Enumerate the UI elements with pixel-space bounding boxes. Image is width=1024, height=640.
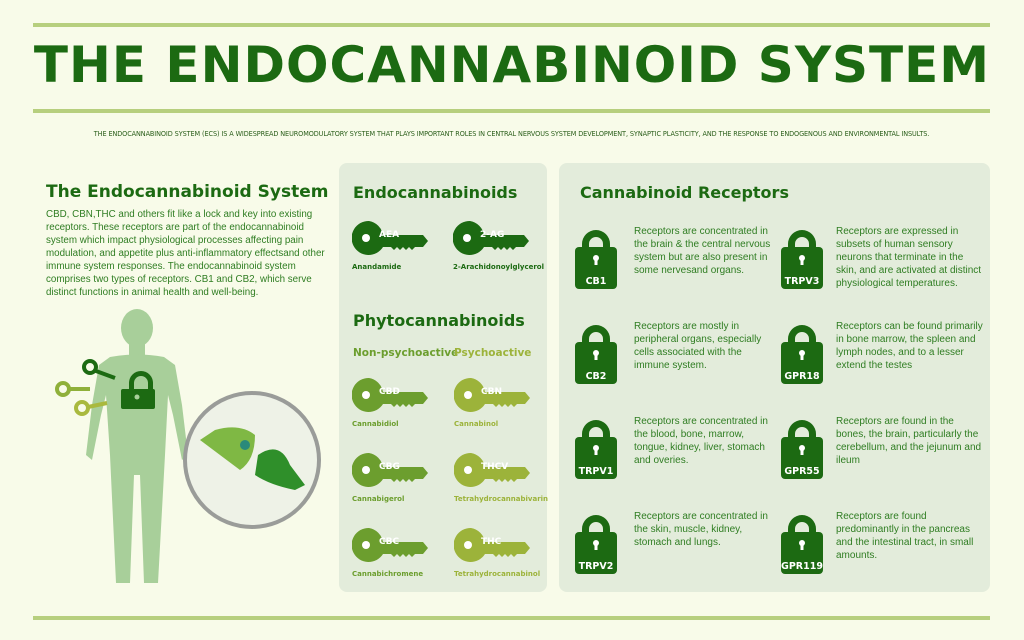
key-name: Tetrahydrocannabivarin bbox=[454, 495, 549, 503]
receptor-label: GPR119 bbox=[781, 561, 823, 572]
lock-icon bbox=[575, 325, 617, 384]
key-icon bbox=[454, 527, 530, 562]
receptor-description: Receptors can be found primarily in bone… bbox=[836, 321, 983, 371]
receptor-description: Receptors are mostly in peripheral organ… bbox=[634, 321, 762, 371]
lock-icon bbox=[575, 420, 617, 479]
key-icon bbox=[454, 377, 530, 412]
key-cbg: CBG Cannabigerol bbox=[352, 452, 442, 512]
key-icon bbox=[74, 400, 108, 416]
non-psychoactive-label: Non-psychoactive bbox=[353, 347, 459, 359]
page-title: THE ENDOCANNABINOID SYSTEM bbox=[33, 36, 991, 94]
receptor-lock-gpr55: GPR55 bbox=[780, 412, 824, 480]
bottom-rule bbox=[33, 616, 990, 620]
receptor-lock-cb1: CB1 bbox=[574, 222, 618, 290]
receptor-description: Receptors are concentrated in the brain … bbox=[634, 226, 771, 276]
key-thcv: THCV Tetrahydrocannabivarin bbox=[454, 452, 548, 512]
key-code: CBN bbox=[481, 387, 502, 397]
receptor-lock-trpv2: TRPV2 bbox=[574, 507, 618, 575]
key-icon bbox=[352, 452, 428, 487]
lock-icon bbox=[781, 515, 823, 574]
receptor-label: TRPV2 bbox=[578, 561, 614, 572]
human-illustration bbox=[55, 309, 321, 583]
title-rule bbox=[33, 109, 990, 113]
receptor-lock-gpr18: GPR18 bbox=[780, 317, 824, 385]
receptor-description: Receptors are concentrated in the skin, … bbox=[634, 511, 768, 548]
receptor-label: CB2 bbox=[585, 371, 607, 382]
key-aea: AEA Anandamide bbox=[352, 220, 442, 280]
intro-text: THE ENDOCANNABINOID SYSTEM (ECS) IS A WI… bbox=[93, 130, 930, 138]
receptor-label: GPR55 bbox=[784, 466, 820, 477]
key-name: Cannabinol bbox=[454, 420, 499, 428]
key-icon bbox=[352, 377, 428, 412]
synapse-magnifier-icon bbox=[183, 391, 321, 529]
key-code: AEA bbox=[379, 230, 400, 240]
key-icon bbox=[55, 381, 90, 397]
receptor-label: TRPV3 bbox=[784, 276, 820, 287]
receptors-title: Cannabinoid Receptors bbox=[580, 183, 789, 202]
lock-icon bbox=[781, 230, 823, 289]
key-name: 2-Arachidonoylglycerol bbox=[453, 263, 545, 271]
receptor-lock-cb2: CB2 bbox=[574, 317, 618, 385]
lock-icon bbox=[575, 230, 617, 289]
receptor-description: Receptors are found predominantly in the… bbox=[836, 511, 974, 561]
receptor-lock-trpv3: TRPV3 bbox=[780, 222, 824, 290]
left-section-body: CBD, CBN,THC and others fit like a lock … bbox=[46, 209, 325, 298]
receptor-label: CB1 bbox=[585, 276, 607, 287]
key-icon bbox=[453, 220, 529, 255]
receptor-label: GPR18 bbox=[784, 371, 820, 382]
key-name: Cannabigerol bbox=[352, 495, 405, 503]
key-name: Cannabichromene bbox=[352, 570, 424, 578]
key-code: CBG bbox=[379, 462, 400, 472]
key-icon bbox=[352, 527, 428, 562]
psychoactive-label: Psychoactive bbox=[454, 347, 532, 359]
top-rule bbox=[33, 23, 990, 27]
lock-icon bbox=[575, 515, 617, 574]
key-code: THCV bbox=[481, 462, 509, 472]
key-code: CBD bbox=[379, 387, 400, 397]
human-silhouette-icon bbox=[86, 309, 188, 583]
receptors-panel bbox=[559, 163, 990, 592]
receptor-lock-trpv1: TRPV1 bbox=[574, 412, 618, 480]
receptor-label: TRPV1 bbox=[578, 466, 614, 477]
key-thc: THC Tetrahydrocannabinol bbox=[454, 527, 544, 587]
lock-icon bbox=[781, 420, 823, 479]
receptor-description: Receptors are found in the bones, the br… bbox=[836, 416, 982, 466]
key-cbd: CBD Cannabidiol bbox=[352, 377, 442, 437]
key-icon bbox=[82, 359, 116, 380]
phytocannabinoids-title: Phytocannabinoids bbox=[353, 311, 525, 330]
key-cbn: CBN Cannabinol bbox=[454, 377, 544, 437]
lock-icon bbox=[121, 371, 155, 409]
key-icon bbox=[454, 452, 530, 487]
left-section-title: The Endocannabinoid System bbox=[46, 182, 329, 202]
receptor-description: Receptors are expressed in subsets of hu… bbox=[836, 226, 982, 289]
key-cbc: CBC Cannabichromene bbox=[352, 527, 442, 587]
key-2-ag: 2-AG 2-Arachidonoylglycerol bbox=[453, 220, 545, 280]
key-code: CBC bbox=[379, 537, 400, 547]
key-icon bbox=[352, 220, 428, 255]
receptor-description: Receptors are concentrated in the blood,… bbox=[634, 416, 768, 466]
key-code: 2-AG bbox=[480, 230, 505, 240]
key-name: Cannabidiol bbox=[352, 420, 399, 428]
key-name: Anandamide bbox=[352, 263, 402, 271]
key-code: THC bbox=[481, 537, 502, 547]
lock-icon bbox=[781, 325, 823, 384]
key-name: Tetrahydrocannabinol bbox=[454, 570, 541, 578]
receptor-lock-gpr119: GPR119 bbox=[780, 507, 824, 575]
endocannabinoids-title: Endocannabinoids bbox=[353, 183, 518, 202]
